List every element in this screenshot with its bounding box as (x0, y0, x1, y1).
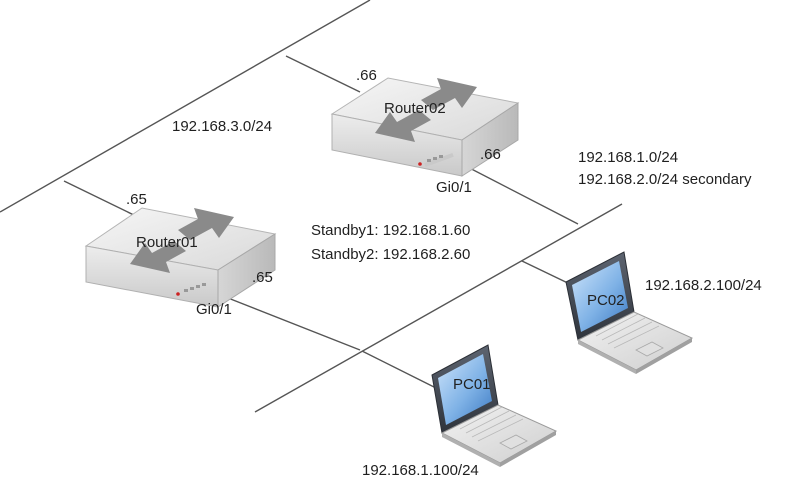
laptop-front (442, 433, 500, 467)
router02-top-ip: .66 (356, 67, 377, 84)
router-arrows-icon (130, 208, 234, 273)
router-led-panel (176, 283, 206, 296)
link-router01-gi0-1 (227, 297, 361, 351)
keyboard-icon (595, 313, 660, 349)
laptop-side (636, 338, 692, 374)
network-segment-192-168-1-0 (254, 203, 623, 413)
labels: 192.168.3.0/24 192.168.1.0/24 192.168.2.… (126, 67, 762, 479)
router-led-panel (418, 152, 454, 168)
link-router02-top (285, 55, 361, 93)
router01[interactable]: Router01 (84, 207, 277, 308)
touchpad (635, 341, 664, 357)
standby2-label: Standby2: 192.168.2.60 (311, 246, 470, 263)
router-side-face (461, 102, 519, 177)
laptop-front (578, 340, 636, 374)
keyboard-icon (459, 406, 524, 442)
links (0, 0, 623, 413)
pc01[interactable]: PC01 (431, 344, 558, 467)
network-label-secondary: 192.168.2.0/24 secondary (578, 171, 752, 188)
link-router01-top (63, 180, 141, 219)
pc02-ip: 192.168.2.100/24 (645, 277, 762, 294)
pc01-ip: 192.168.1.100/24 (362, 462, 479, 479)
router02-name: Router02 (384, 100, 446, 117)
router02-bottom-ip: .66 (480, 146, 501, 163)
laptop-screen (572, 261, 628, 332)
router-arrows-icon (375, 78, 477, 142)
laptop-screen (438, 354, 492, 425)
router02-interface: Gi0/1 (436, 179, 472, 196)
touchpad (499, 434, 528, 450)
network-segment-192-168-3-0 (0, 0, 371, 213)
router-side-face (217, 233, 276, 308)
pc01-name: PC01 (453, 376, 491, 393)
router02[interactable]: Router02 (330, 77, 520, 177)
link-router02-gi0-1 (453, 159, 579, 225)
pc02-name: PC02 (587, 292, 625, 309)
router01-bottom-ip: .65 (252, 269, 273, 286)
link-pc01 (361, 350, 439, 390)
link-pc02 (521, 260, 575, 287)
pc02[interactable]: PC02 (565, 251, 694, 374)
router01-name: Router01 (136, 234, 198, 251)
router01-top-ip: .65 (126, 191, 147, 208)
network-label-primary: 192.168.1.0/24 (578, 149, 678, 166)
network-label-top: 192.168.3.0/24 (172, 118, 272, 135)
standby1-label: Standby1: 192.168.1.60 (311, 222, 470, 239)
router01-interface: Gi0/1 (196, 301, 232, 318)
laptop-side (500, 431, 556, 467)
